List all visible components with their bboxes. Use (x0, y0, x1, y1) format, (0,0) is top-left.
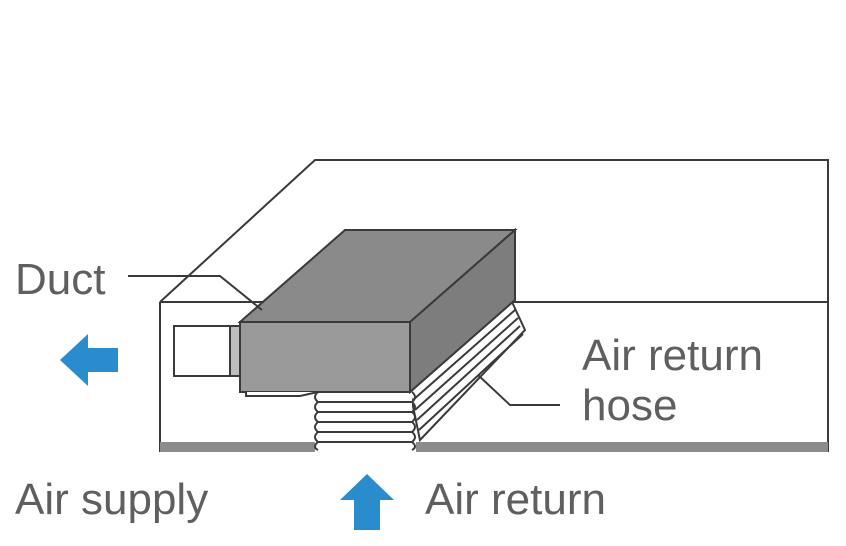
supply-outlet (173, 325, 241, 377)
hose-leader-line (477, 374, 560, 406)
duct-box (237, 227, 518, 395)
air-supply-arrow (60, 334, 118, 386)
air-return-hose-label-line1: Air return (582, 331, 763, 380)
air-return-hose-label-line2: hose (582, 381, 678, 430)
floor-strip-right (416, 442, 828, 452)
air-return-arrow (340, 474, 394, 530)
floor-strip-left (160, 442, 315, 452)
duct-bracket (245, 391, 319, 397)
duct-leader-line (128, 275, 263, 311)
return-bellows (314, 391, 416, 451)
air-return-label: Air return (425, 475, 606, 524)
air-supply-label: Air supply (15, 475, 209, 524)
duct-label: Duct (15, 255, 106, 304)
